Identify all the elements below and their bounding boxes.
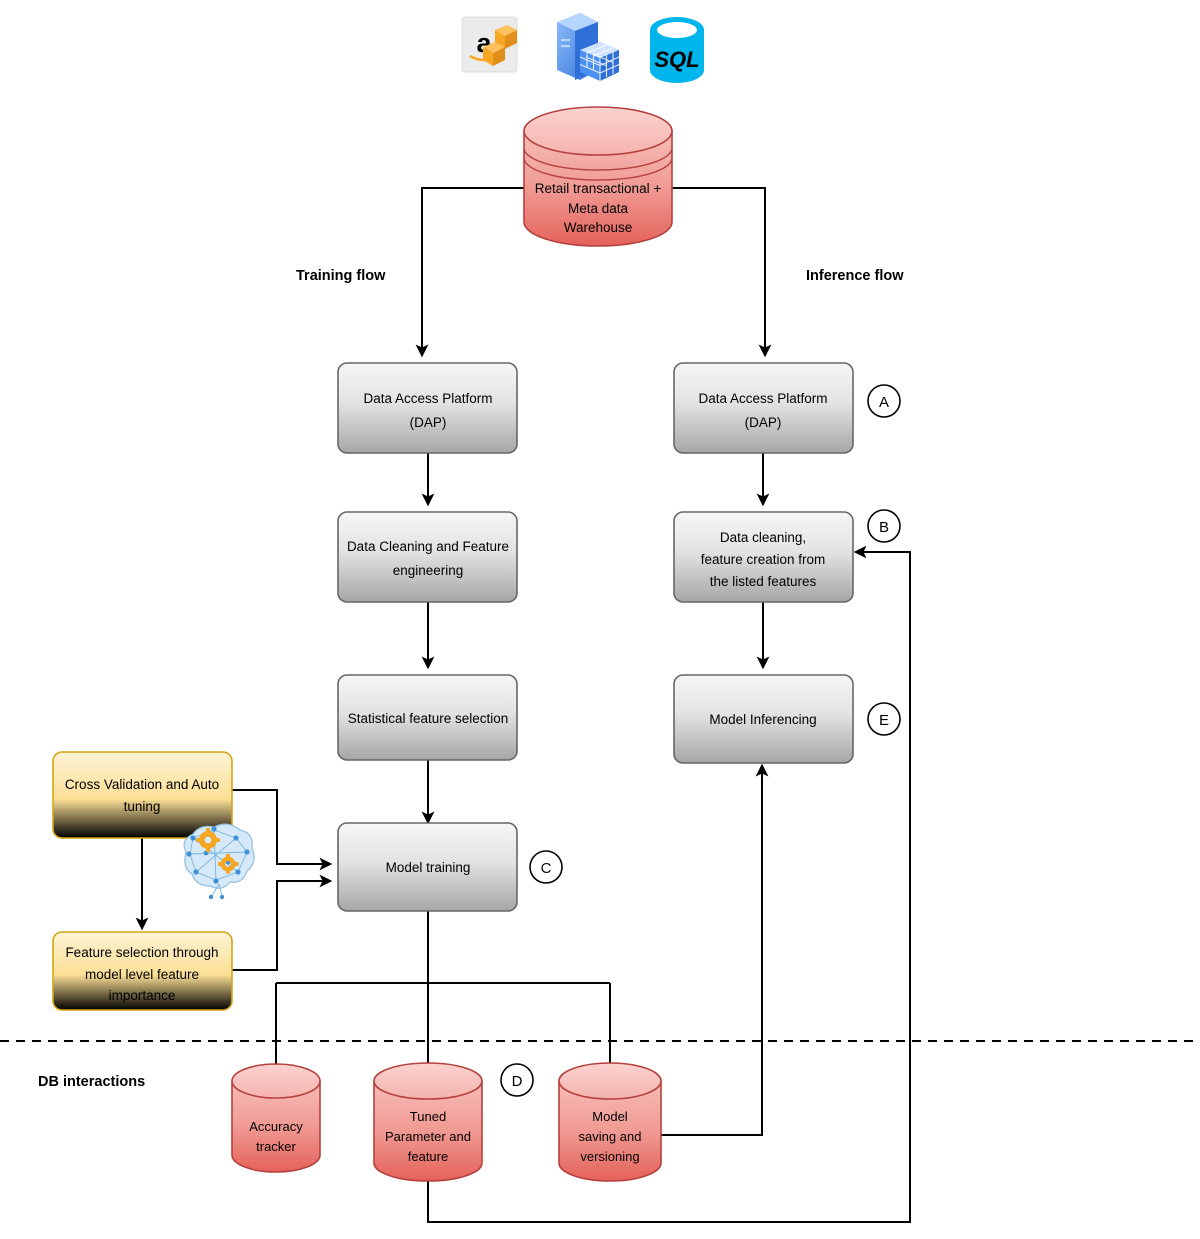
tuned-line-2: Parameter and	[385, 1129, 471, 1144]
edge-tuned-to-cleaninginf	[427, 545, 911, 1223]
badge-d: D	[500, 1063, 534, 1097]
dap-inference-line-2: (DAP)	[745, 415, 782, 430]
badge-c-label: C	[541, 860, 552, 877]
data-warehouse-cylinder: Retail transactional + Meta data Warehou…	[523, 106, 673, 247]
crossval-line-1: Cross Validation and Auto	[65, 777, 219, 792]
model-inferencing[interactable]: Model Inferencing	[673, 674, 854, 764]
source-icons: a	[461, 13, 704, 83]
badge-a: A	[867, 384, 901, 418]
statistical-feature-selection[interactable]: Statistical feature selection	[337, 674, 518, 761]
featuresel-line-3: importance	[109, 988, 176, 1003]
olap-cube-server-icon	[557, 13, 620, 81]
model-training[interactable]: Model training	[337, 822, 518, 912]
tuned-line-1: Tuned	[410, 1109, 446, 1124]
model-inferencing-line-1: Model Inferencing	[709, 712, 816, 727]
model-training-line-1: Model training	[386, 860, 471, 875]
edge-warehouse-to-dap-training	[415, 187, 524, 358]
accuracy-line-2: tracker	[256, 1139, 296, 1154]
training-flow-label: Training flow	[296, 268, 386, 284]
edge-modelsaving-to-inferencing	[655, 763, 769, 1136]
cleaning-inf-line-3: the listed features	[710, 574, 817, 589]
sql-database-icon: SQL	[650, 17, 704, 83]
badge-b: B	[867, 509, 901, 543]
dap-inference-line-1: Data Access Platform	[698, 391, 827, 406]
cleaning-line-1: Data Cleaning and Feature	[347, 539, 509, 554]
data-cleaning-feature-engineering[interactable]: Data Cleaning and Feature engineering	[337, 511, 518, 603]
model-saving-versioning-cylinder[interactable]: Model saving and versioning	[558, 1062, 662, 1182]
modelsaving-line-2: saving and	[579, 1129, 642, 1144]
neural-network-gears-icon	[183, 823, 255, 900]
badge-e-label: E	[879, 712, 889, 729]
warehouse-line-1: Retail transactional +	[535, 181, 662, 196]
modelsaving-line-1: Model	[592, 1109, 628, 1124]
badge-b-label: B	[879, 519, 889, 536]
badge-c: C	[529, 850, 563, 884]
dap-inference[interactable]: Data Access Platform (DAP)	[673, 362, 854, 454]
cross-validation-auto-tuning[interactable]: Cross Validation and Auto tuning	[52, 751, 233, 839]
edge-featuresel-to-modeltraining	[232, 874, 333, 971]
featuresel-line-2: model level feature	[85, 967, 199, 982]
inference-flow-label: Inference flow	[806, 268, 904, 284]
db-interactions-label: DB interactions	[38, 1074, 145, 1090]
cleaning-line-2: engineering	[393, 563, 464, 578]
dap-training-line-1: Data Access Platform	[363, 391, 492, 406]
dap-training[interactable]: Data Access Platform (DAP)	[337, 362, 518, 454]
feature-selection-model-importance[interactable]: Feature selection through model level fe…	[52, 931, 233, 1011]
accuracy-line-1: Accuracy	[249, 1119, 303, 1134]
connector-layer	[0, 187, 1200, 1223]
tuned-line-3: feature	[408, 1149, 448, 1164]
warehouse-line-3: Warehouse	[564, 220, 633, 235]
tuned-parameter-feature-cylinder[interactable]: Tuned Parameter and feature	[373, 1062, 483, 1182]
aws-s3-icon: a	[461, 16, 518, 73]
edge-crossval-to-modeltraining	[232, 789, 333, 871]
cleaning-inf-line-2: feature creation from	[701, 552, 826, 567]
data-cleaning-inference[interactable]: Data cleaning, feature creation from the…	[673, 511, 854, 603]
badge-d-label: D	[512, 1073, 523, 1090]
svg-text:SQL: SQL	[654, 47, 699, 72]
warehouse-line-2: Meta data	[568, 201, 629, 216]
edge-modeltraining-bus	[276, 911, 610, 984]
edge-warehouse-to-dap-inference	[672, 187, 772, 358]
badge-e: E	[867, 702, 901, 736]
featuresel-line-1: Feature selection through	[65, 945, 218, 960]
crossval-line-2: tuning	[124, 799, 161, 814]
modelsaving-line-3: versioning	[580, 1149, 639, 1164]
cleaning-inf-line-1: Data cleaning,	[720, 530, 806, 545]
dap-training-line-2: (DAP)	[410, 415, 447, 430]
statfs-line-1: Statistical feature selection	[348, 711, 509, 726]
badge-a-label: A	[879, 394, 889, 411]
accuracy-tracker-cylinder[interactable]: Accuracy tracker	[231, 1063, 321, 1173]
